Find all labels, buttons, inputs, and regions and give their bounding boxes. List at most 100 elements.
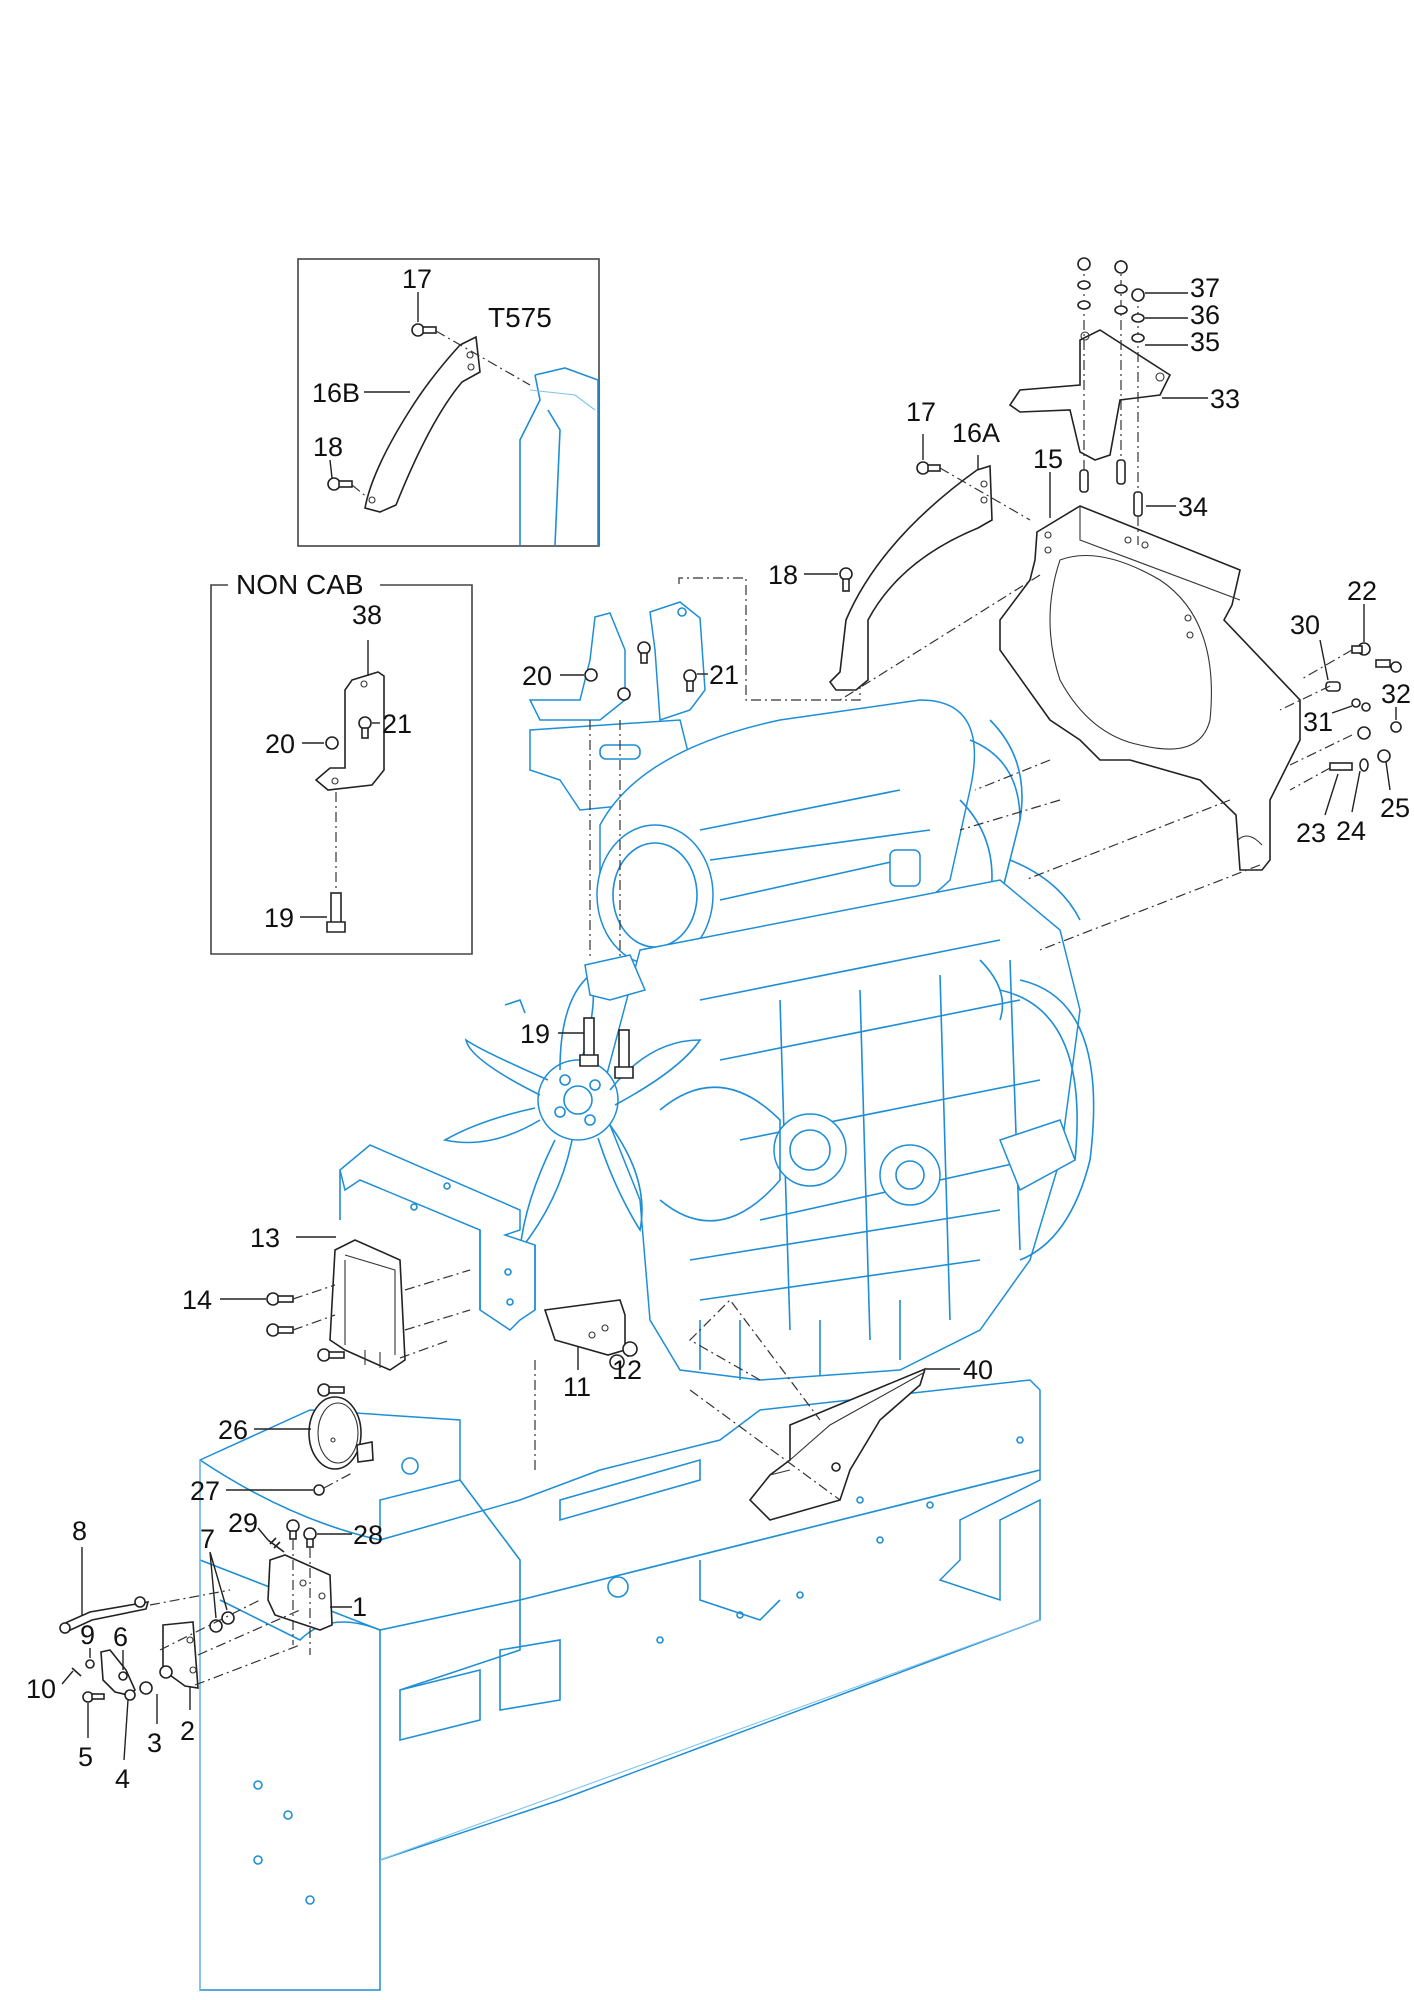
washer-9-icon — [85, 1659, 95, 1669]
mount-plate-15 — [999, 505, 1301, 871]
chassis-frame — [199, 1379, 1041, 1991]
ecu-bracket-group: 13 14 11 12 — [182, 1144, 642, 1402]
callout-40: 40 — [963, 1355, 993, 1385]
bracket-11 — [543, 1299, 626, 1356]
callout-16b: 16B — [312, 378, 360, 408]
spacer-34-icon — [1079, 459, 1143, 517]
callout-17-t575: 17 — [402, 264, 432, 294]
washer-24-icon — [1359, 758, 1369, 772]
nut-20-icon-main — [584, 668, 598, 682]
bolt-28-icon — [286, 1519, 317, 1548]
callout-4: 4 — [115, 1764, 130, 1794]
callout-38: 38 — [352, 600, 382, 630]
bracket-16b — [364, 335, 481, 513]
bolt-19-icon-main — [579, 1017, 634, 1079]
callout-20-non-cab: 20 — [265, 729, 295, 759]
callout-35: 35 — [1190, 327, 1220, 357]
callout-10: 10 — [26, 1674, 56, 1704]
lever-4 — [100, 1649, 136, 1696]
washer-35-icon — [1077, 300, 1145, 343]
inset-non-cab: NON CAB 38 20 21 19 — [210, 569, 473, 955]
callout-6: 6 — [113, 1622, 128, 1652]
callout-2: 2 — [180, 1716, 195, 1746]
callout-15: 15 — [1033, 444, 1063, 474]
callout-37: 37 — [1190, 273, 1220, 303]
inset-non-cab-title: NON CAB — [236, 569, 364, 600]
bolt-18-icon — [327, 477, 353, 491]
callout-18-t575: 18 — [313, 432, 343, 462]
chassis-main — [199, 1379, 1041, 1991]
callout-1: 1 — [352, 1592, 367, 1622]
callout-23: 23 — [1296, 818, 1326, 848]
bolt-21-icon-main — [637, 641, 651, 664]
ecu-module-13 — [329, 1239, 406, 1371]
bolt-17-icon-main — [916, 461, 941, 475]
rod-8-icon — [59, 1596, 150, 1634]
ecu-mount-bracket — [339, 1144, 536, 1331]
spacer-30-icon — [1325, 681, 1341, 692]
callout-18-main: 18 — [768, 560, 798, 590]
horn-group: 26 27 — [190, 1396, 374, 1506]
callout-19-main: 19 — [520, 1019, 550, 1049]
bolt-17-icon — [411, 323, 437, 337]
horn-26 — [308, 1396, 362, 1470]
callout-3: 3 — [147, 1728, 162, 1758]
callout-11: 11 — [563, 1372, 591, 1402]
inset-non-cab-frame — [210, 584, 473, 955]
bolt-3-icon — [139, 1665, 173, 1695]
nut-32-icon — [1375, 659, 1402, 733]
nut-25-icon — [1377, 749, 1391, 763]
inset-t575-frame — [297, 258, 600, 547]
callout-8: 8 — [72, 1516, 87, 1546]
spring-29-icon — [267, 1537, 285, 1553]
callout-24: 24 — [1336, 816, 1366, 846]
callout-9: 9 — [80, 1620, 95, 1650]
washer-31-icon — [1351, 698, 1371, 712]
bolt-27-icon — [313, 1484, 325, 1496]
rear-mount-group: 15 33 34 37 36 35 — [839, 257, 1301, 951]
bolt-23-icon — [1329, 726, 1371, 771]
callout-27: 27 — [190, 1476, 220, 1506]
callout-25: 25 — [1380, 793, 1410, 823]
callout-16a: 16A — [952, 418, 1000, 448]
callout-36: 36 — [1190, 300, 1220, 330]
bracket-16a — [828, 464, 993, 691]
nut-20b-icon-main — [617, 687, 631, 701]
washer-36-icon — [1077, 280, 1145, 323]
callout-33: 33 — [1210, 384, 1240, 414]
callout-20-main: 20 — [522, 661, 552, 691]
bolt-22-icon — [1351, 642, 1371, 656]
bolt-5-icon — [82, 1691, 105, 1703]
callout-21-main: 21 — [709, 660, 739, 690]
callout-30: 30 — [1290, 610, 1320, 640]
callout-7: 7 — [200, 1524, 215, 1554]
callout-34: 34 — [1178, 492, 1208, 522]
callout-26: 26 — [218, 1415, 248, 1445]
callout-19-non-cab: 19 — [264, 903, 294, 933]
bolt-19-icon — [326, 892, 346, 933]
callout-22: 22 — [1347, 576, 1377, 606]
callout-21-non-cab: 21 — [382, 709, 412, 739]
callout-17-main: 17 — [906, 397, 936, 427]
right-hardware-group: 22 30 31 32 23 24 25 — [1279, 576, 1411, 848]
inset-t575: T575 17 16B 18 — [297, 258, 600, 547]
callout-32: 32 — [1381, 679, 1411, 709]
callout-13: 13 — [250, 1223, 280, 1253]
bolt-12-icon — [609, 1341, 638, 1370]
bracket-33 — [1008, 329, 1172, 461]
callout-14: 14 — [182, 1285, 212, 1315]
bolt-18-icon-main — [839, 567, 853, 592]
bracket-1 — [267, 1554, 333, 1631]
pin-10-icon — [71, 1667, 82, 1677]
washer-6-icon — [118, 1671, 128, 1681]
callout-31: 31 — [1303, 707, 1333, 737]
fan-pulley — [537, 1059, 619, 1141]
callout-5: 5 — [78, 1742, 93, 1772]
callout-12: 12 — [612, 1355, 642, 1385]
callout-28: 28 — [353, 1520, 383, 1550]
callout-29: 29 — [228, 1508, 258, 1538]
engine-assembly — [442, 601, 1095, 1381]
nut-20-icon — [325, 736, 339, 750]
main-bracket-group: 17 16A 18 20 21 19 — [520, 397, 1031, 1079]
